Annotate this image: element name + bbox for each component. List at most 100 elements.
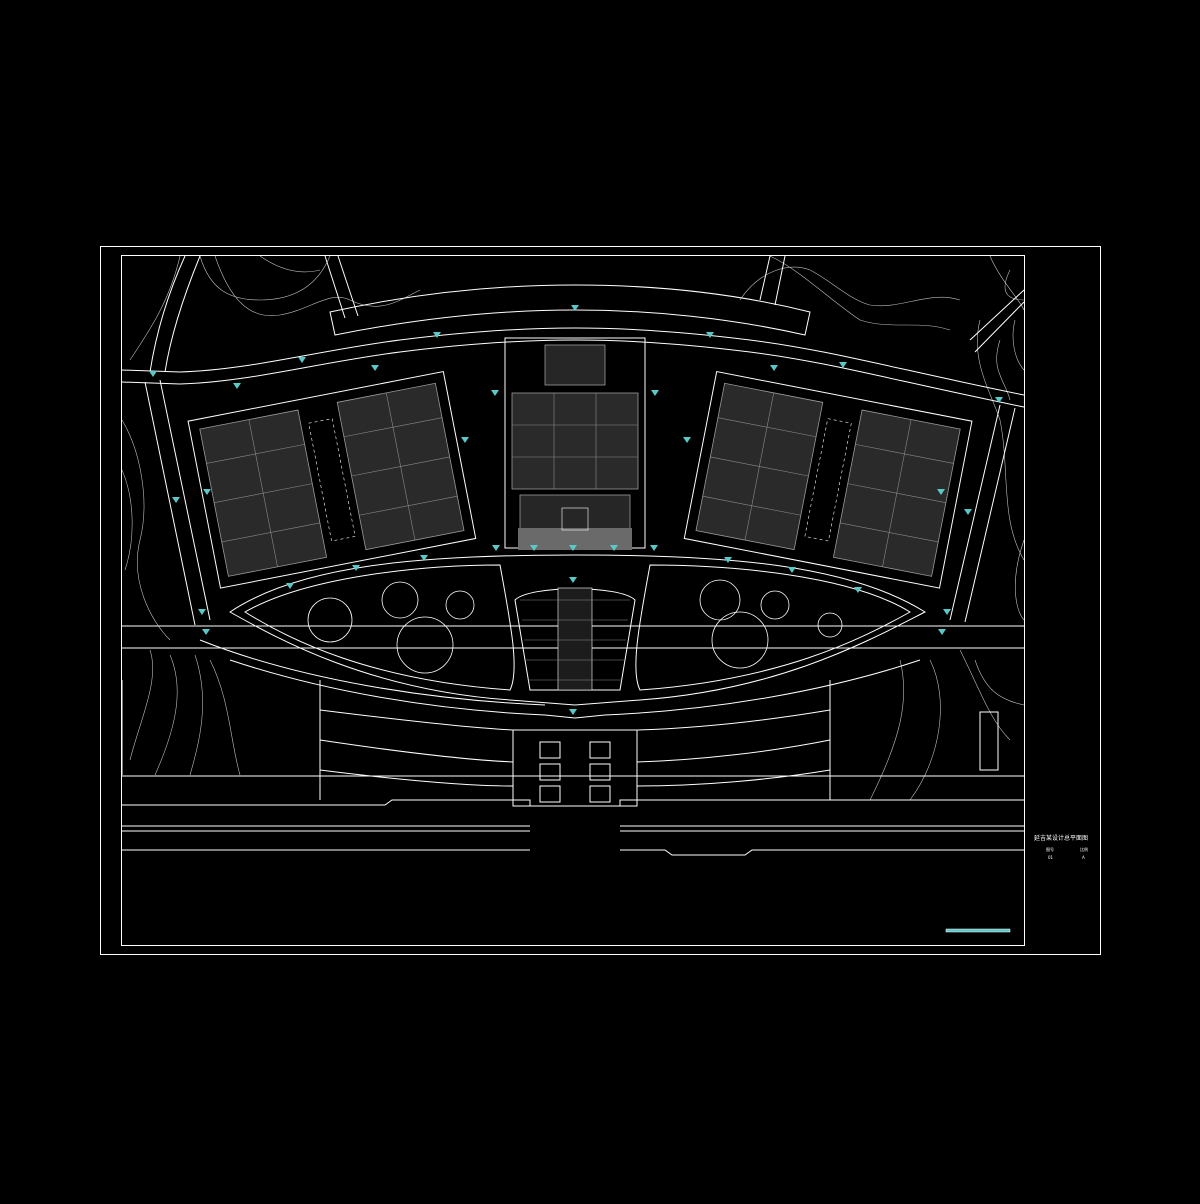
contour-line	[999, 419, 1025, 561]
gate-building-outline	[512, 729, 638, 807]
south-landscape	[199, 554, 927, 719]
contour-line	[769, 255, 951, 331]
east-building-outline	[683, 370, 973, 589]
drawing-title: 延吉某设计总平面图	[1034, 834, 1088, 842]
tree-cluster	[381, 581, 419, 619]
south-road-inner	[199, 639, 546, 706]
scale-bar-fill	[946, 929, 1010, 932]
east-road-edge	[949, 404, 1001, 621]
south-gate-building	[319, 680, 999, 807]
west-building-outline	[187, 370, 477, 589]
contour-line	[199, 255, 331, 301]
entrance-marker	[491, 390, 499, 396]
entrance-marker	[149, 371, 157, 377]
entrance-marker	[569, 577, 577, 583]
highway-edge	[620, 849, 1024, 856]
access-road	[759, 255, 771, 301]
west-building-block	[187, 370, 477, 589]
entrance-marker	[233, 383, 241, 389]
sheet-frame	[100, 246, 1101, 955]
access-road	[164, 255, 201, 373]
entrance-marker	[964, 509, 972, 515]
central-entrance-steps	[518, 528, 632, 550]
contour-line	[974, 659, 1025, 706]
forecourt-curve	[636, 769, 831, 787]
contour-line	[989, 255, 1025, 311]
contour-line	[1012, 319, 1025, 371]
contour-line	[209, 659, 241, 776]
east-courtyard	[804, 418, 852, 542]
central-spine	[520, 587, 630, 691]
contour-line	[121, 419, 171, 641]
scale-bar	[945, 928, 1011, 933]
entrance-marker	[610, 545, 618, 551]
entrance-marker	[788, 567, 796, 573]
west-courtyard	[308, 418, 356, 542]
central-main-hall	[511, 392, 639, 490]
entrance-marker	[706, 332, 714, 338]
entrance-marker	[420, 555, 428, 561]
access-road	[974, 301, 1025, 353]
entrance-marker	[943, 609, 951, 615]
gate-room	[539, 763, 561, 781]
entrance-marker	[202, 629, 210, 635]
small-outbuilding	[979, 711, 999, 771]
contour-line	[869, 659, 905, 801]
entrance-marker	[461, 437, 469, 443]
south-boundary-road	[229, 659, 921, 719]
entrance-marker	[854, 587, 862, 593]
outer-frame	[100, 246, 1101, 955]
central-building	[504, 337, 646, 550]
access-road	[337, 255, 359, 317]
north-road-edge	[121, 339, 1025, 408]
entrance-markers	[149, 305, 1003, 715]
entrance-marker	[995, 397, 1003, 403]
forecourt-curve	[319, 739, 514, 763]
contour-line	[129, 649, 154, 761]
contour-line	[996, 339, 1011, 401]
entrance-marker	[203, 489, 211, 495]
tree-cluster	[817, 612, 843, 638]
entrance-marker	[286, 583, 294, 589]
contour-line	[121, 469, 133, 571]
central-north-hall	[544, 344, 606, 386]
contour-line	[214, 255, 421, 317]
entrance-marker	[724, 557, 732, 563]
access-road	[324, 255, 346, 319]
tree-cluster	[307, 597, 353, 643]
east-building-block	[683, 370, 973, 589]
entrance-marker	[530, 545, 538, 551]
entrance-marker	[172, 497, 180, 503]
south-highway	[122, 775, 1024, 856]
tree-cluster	[760, 590, 790, 620]
entrance-marker	[839, 362, 847, 368]
entrance-marker	[938, 629, 946, 635]
contour-line	[129, 255, 181, 361]
title-block-col-2-label: 比例	[1080, 846, 1088, 852]
gate-room	[589, 785, 611, 803]
landscape-trees	[307, 579, 843, 674]
entrance-marker	[569, 709, 577, 715]
access-road	[969, 289, 1025, 341]
contour-line	[1004, 269, 1025, 301]
entrance-marker	[352, 565, 360, 571]
access-road	[774, 255, 786, 306]
tree-cluster	[396, 616, 454, 674]
contour-line	[154, 654, 178, 776]
central-axis-walkway	[557, 587, 593, 691]
highway-edge	[619, 799, 1024, 806]
title-block-col-1-value: 01	[1048, 855, 1054, 860]
terrain-contours	[121, 255, 1025, 801]
highway-edge	[122, 799, 531, 806]
central-lobby	[561, 507, 589, 531]
entrance-marker	[571, 305, 579, 311]
gate-room	[589, 741, 611, 759]
central-garden	[514, 588, 636, 691]
title-block: 延吉某设计总平面图 图号 比例 01 A	[1034, 834, 1088, 860]
forecourt-curve	[636, 709, 831, 731]
entrance-marker	[433, 332, 441, 338]
north-plaza	[329, 284, 811, 336]
forecourt-curve	[636, 739, 831, 763]
contour-line	[959, 649, 1011, 741]
